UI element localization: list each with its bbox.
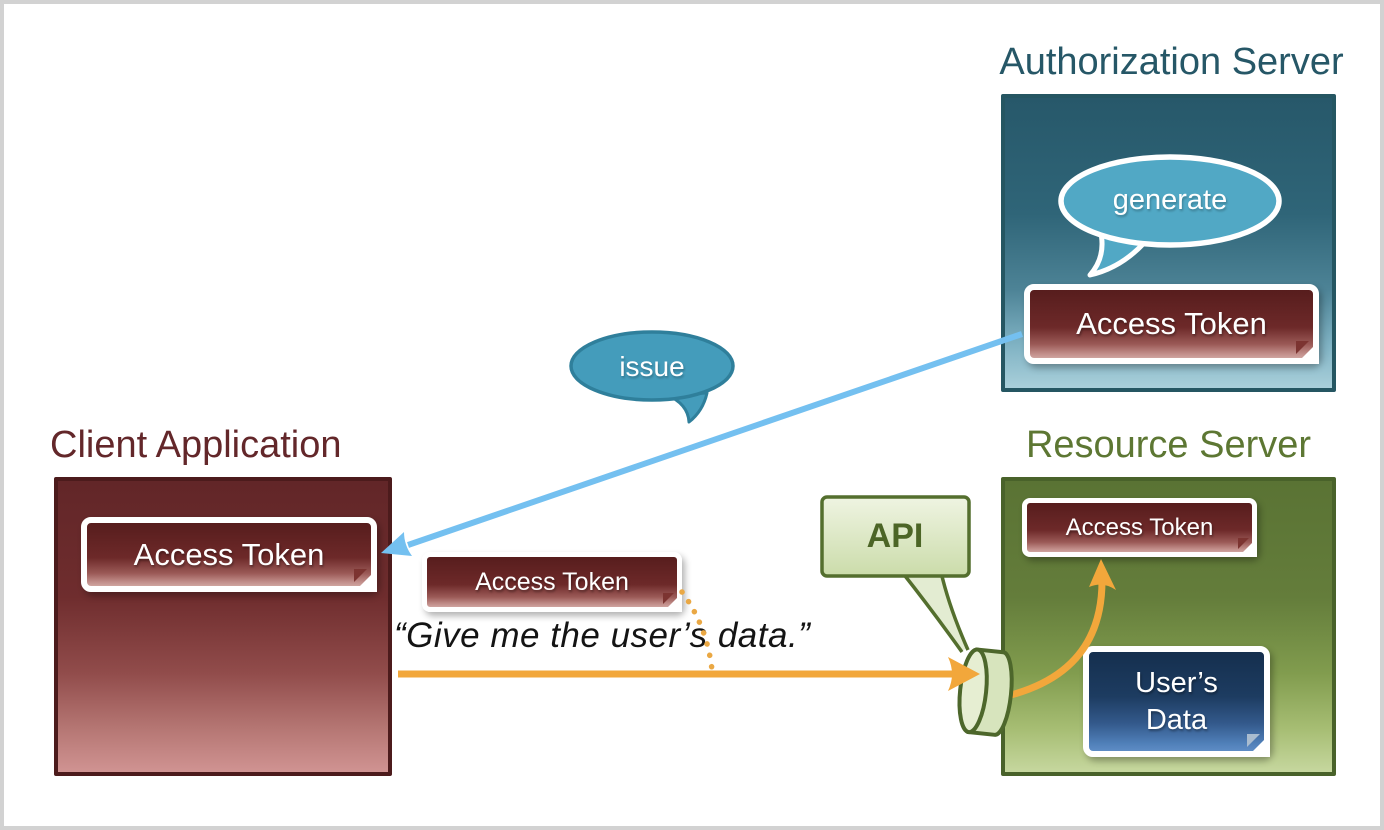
authorization-server-title: Authorization Server	[999, 41, 1344, 83]
users-data-card: User’s Data	[1083, 646, 1270, 757]
request-access-token-card: Access Token	[422, 552, 682, 612]
access-token-label: Access Token	[475, 567, 629, 596]
api-bubble-tail-edge	[939, 571, 970, 651]
api-bubble-tail-fill	[902, 570, 968, 651]
auth-access-token-card: Access Token	[1024, 284, 1319, 364]
request-message-text: “Give me the user’s data.”	[394, 616, 811, 655]
page-curl-icon	[1238, 538, 1249, 549]
api-bubble-tail-edge	[900, 570, 964, 654]
users-data-label-line2: Data	[1145, 703, 1208, 736]
client-application-title: Client Application	[50, 424, 342, 466]
users-data-label-line1: User’s	[1135, 666, 1218, 699]
resource-access-token-card: Access Token	[1022, 498, 1257, 557]
access-token-label: Access Token	[133, 536, 325, 572]
api-socket-cylinder-rim	[957, 647, 989, 735]
resource-server-title: Resource Server	[1025, 424, 1312, 466]
access-token-label: Access Token	[1076, 306, 1267, 341]
access-token-label: Access Token	[1065, 513, 1214, 541]
issue-bubble-label: issue	[619, 351, 685, 382]
page-curl-icon	[354, 569, 367, 582]
issue-bubble-tail	[665, 391, 709, 424]
client-access-token-card: Access Token	[81, 517, 377, 592]
page-curl-icon	[1247, 734, 1260, 747]
page-curl-icon	[663, 593, 674, 604]
request-arrow-head-icon	[948, 657, 980, 691]
api-bubble-label: API	[866, 517, 924, 555]
page-curl-icon	[1296, 341, 1309, 354]
generate-bubble-label: generate	[1112, 184, 1228, 216]
